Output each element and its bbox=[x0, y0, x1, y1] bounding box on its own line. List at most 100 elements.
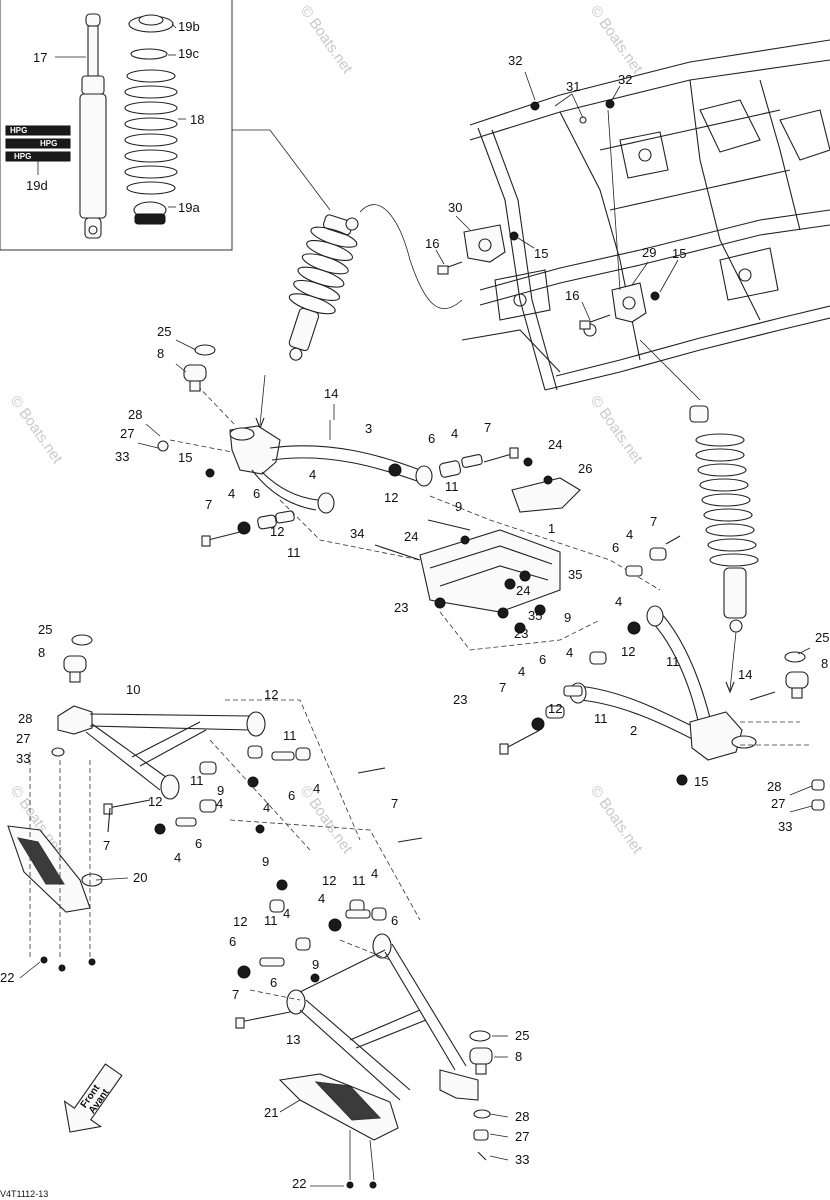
callout-4: 4 bbox=[371, 866, 378, 881]
lower-a-arm-10 bbox=[57, 705, 266, 800]
callout-3: 3 bbox=[365, 421, 372, 436]
callout-6: 6 bbox=[428, 431, 435, 446]
callout-4: 4 bbox=[283, 906, 290, 921]
callout-9: 9 bbox=[217, 783, 224, 798]
callout-35: 35 bbox=[568, 567, 582, 582]
callout-22: 22 bbox=[292, 1176, 306, 1191]
callout-25: 25 bbox=[38, 622, 52, 637]
lower-arm-hardware-left bbox=[29, 699, 423, 960]
callout-24: 24 bbox=[404, 529, 418, 544]
bracket-1 bbox=[374, 457, 601, 651]
callout-11: 11 bbox=[190, 773, 204, 788]
callout-4: 4 bbox=[309, 467, 316, 482]
callout-29: 29 bbox=[642, 245, 656, 260]
watermark: © Boats.net bbox=[587, 783, 646, 858]
callout-32: 32 bbox=[618, 72, 632, 87]
callout-19b: 19b bbox=[178, 19, 200, 34]
callout-9: 9 bbox=[455, 499, 462, 514]
callout-25: 25 bbox=[815, 630, 829, 645]
callout-4: 4 bbox=[174, 850, 181, 865]
callout-33: 33 bbox=[16, 751, 30, 766]
callout-10: 10 bbox=[126, 682, 140, 697]
callout-23: 23 bbox=[514, 626, 528, 641]
callout-21: 21 bbox=[264, 1105, 278, 1120]
callout-26: 26 bbox=[578, 461, 592, 476]
watermark: © Boats.net bbox=[7, 393, 66, 468]
lower-a-arm-13 bbox=[235, 899, 479, 1101]
callout-31: 31 bbox=[566, 79, 580, 94]
callout-11: 11 bbox=[666, 654, 680, 669]
callout-16: 16 bbox=[425, 236, 439, 251]
callout-4: 4 bbox=[216, 796, 223, 811]
callout-12: 12 bbox=[621, 644, 635, 659]
callout-33: 33 bbox=[515, 1152, 529, 1167]
callout-2: 2 bbox=[630, 723, 637, 738]
shock-absorber-right bbox=[639, 339, 759, 694]
callout-14: 14 bbox=[738, 667, 752, 682]
ball-joint-lower-right bbox=[469, 1030, 493, 1161]
callout-15: 15 bbox=[534, 246, 548, 261]
upper-a-arm-3 bbox=[229, 425, 433, 514]
callout-20: 20 bbox=[133, 870, 147, 885]
skid-plate-21 bbox=[278, 1073, 399, 1181]
upper-a-arm-2 bbox=[499, 535, 810, 786]
callout-8: 8 bbox=[821, 656, 828, 671]
callout-30: 30 bbox=[448, 200, 462, 215]
inset-frame bbox=[0, 0, 233, 251]
callout-4: 4 bbox=[313, 781, 320, 796]
watermark: © Boats.net bbox=[587, 3, 646, 78]
callout-7: 7 bbox=[650, 514, 657, 529]
callout-28: 28 bbox=[767, 779, 781, 794]
callout-25: 25 bbox=[157, 324, 171, 339]
callout-labels: 17 19b 19c 18 19d 19a 32 31 32 30 16 15 … bbox=[0, 19, 829, 1191]
watermark: © Boats.net bbox=[587, 393, 646, 468]
callout-11: 11 bbox=[283, 728, 297, 743]
decal-text: HPG bbox=[40, 139, 57, 148]
callout-24: 24 bbox=[548, 437, 562, 452]
callout-17: 17 bbox=[33, 50, 47, 65]
callout-27: 27 bbox=[16, 731, 30, 746]
callout-6: 6 bbox=[270, 975, 277, 990]
callout-16: 16 bbox=[565, 288, 579, 303]
callout-6: 6 bbox=[288, 788, 295, 803]
watermark: © Boats.net bbox=[297, 3, 356, 78]
callout-1: 1 bbox=[548, 521, 555, 536]
callout-6: 6 bbox=[612, 540, 619, 555]
callout-35: 35 bbox=[528, 608, 542, 623]
decal-text: HPG bbox=[14, 152, 31, 161]
spring-seat-19b bbox=[128, 14, 174, 33]
callout-leaders bbox=[19, 339, 813, 1187]
callout-11: 11 bbox=[352, 873, 366, 888]
callout-4: 4 bbox=[451, 426, 458, 441]
callout-18: 18 bbox=[190, 112, 204, 127]
callout-12: 12 bbox=[233, 914, 247, 929]
callout-19c: 19c bbox=[178, 46, 199, 61]
callout-23: 23 bbox=[394, 600, 408, 615]
shock-brackets bbox=[435, 71, 679, 330]
inset-leader bbox=[232, 129, 331, 211]
callout-4: 4 bbox=[318, 891, 325, 906]
callout-4: 4 bbox=[626, 527, 633, 542]
callout-7: 7 bbox=[232, 987, 239, 1002]
callout-4: 4 bbox=[566, 645, 573, 660]
lower-seat-19a bbox=[133, 201, 167, 225]
callout-11: 11 bbox=[594, 711, 608, 726]
upper-arm-hardware bbox=[157, 379, 661, 591]
callout-7: 7 bbox=[391, 796, 398, 811]
callout-6: 6 bbox=[195, 836, 202, 851]
vehicle-frame bbox=[461, 39, 830, 391]
screws-22 bbox=[40, 956, 377, 1189]
callout-33: 33 bbox=[778, 819, 792, 834]
callout-25: 25 bbox=[515, 1028, 529, 1043]
callout-28: 28 bbox=[128, 407, 142, 422]
callout-19a: 19a bbox=[178, 200, 200, 215]
callout-28: 28 bbox=[515, 1109, 529, 1124]
ball-joint-upper-left bbox=[183, 344, 216, 392]
callout-4: 4 bbox=[518, 664, 525, 679]
callout-27: 27 bbox=[771, 796, 785, 811]
callout-11: 11 bbox=[287, 545, 301, 560]
callout-28: 28 bbox=[18, 711, 32, 726]
callout-8: 8 bbox=[38, 645, 45, 660]
callout-12: 12 bbox=[384, 490, 398, 505]
